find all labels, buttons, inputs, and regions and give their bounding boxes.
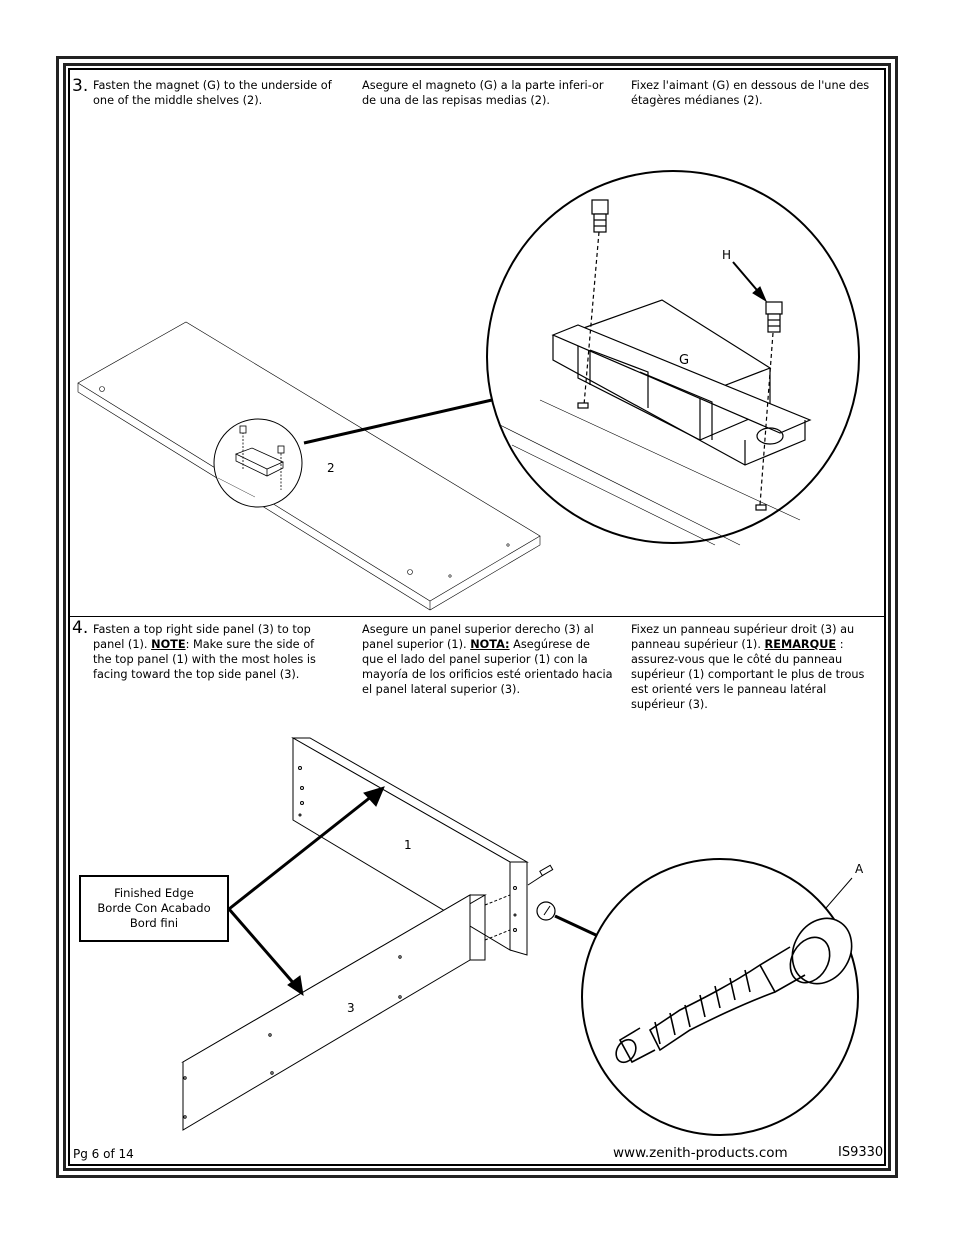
top-panel <box>291 737 529 956</box>
callout-spanish: Borde Con Acabado <box>97 901 211 915</box>
step-4-french: Fixez un panneau supérieur droit (3) au … <box>631 623 865 711</box>
callout-french: Bord fini <box>129 916 179 930</box>
magnet-inset-small <box>213 418 303 508</box>
bolt-detail-circle <box>581 858 859 1136</box>
step-3-english: Fasten the magnet (G) to the underside o… <box>93 79 332 107</box>
screw-label: H <box>722 248 732 262</box>
step-divider <box>68 616 886 617</box>
finished-edge-callout: Finished Edge Borde Con Acabado Bord fin… <box>79 875 229 942</box>
side-panel <box>181 864 554 1131</box>
nota-label: NOTA: <box>470 638 510 651</box>
shelf-label: 2 <box>327 461 335 475</box>
step-4-number: 4. <box>72 618 89 638</box>
note-label: NOTE <box>151 638 186 651</box>
side-panel-label: 3 <box>347 1001 355 1015</box>
top-panel-label: 1 <box>404 838 412 852</box>
magnet-detail-circle <box>486 170 860 546</box>
inset-connector-line <box>303 398 493 445</box>
document-code: IS9330 <box>838 1145 884 1160</box>
bolt-label: A <box>855 862 864 876</box>
page-number: Pg 6 of 14 <box>73 1147 134 1161</box>
step-4-spanish: Asegure un panel superior derecho (3) al… <box>362 623 613 696</box>
page-border-outer <box>56 56 898 1178</box>
page-border-inner <box>68 68 886 1166</box>
step-3-french: Fixez l'aimant (G) en dessous de l'une d… <box>631 79 870 107</box>
shelf-panel <box>77 321 541 611</box>
remarque-label: REMARQUE <box>764 638 837 651</box>
callout-english: Finished Edge <box>114 886 194 900</box>
website-link[interactable]: www.zenith-products.com <box>613 1145 788 1161</box>
step-3-spanish: Asegure el magneto (G) a la parte inferi… <box>362 79 604 107</box>
magnet-label: G <box>679 353 690 368</box>
step-3-number: 3. <box>72 76 89 96</box>
step-4-english: Fasten a top right side panel (3) to top… <box>93 623 316 681</box>
